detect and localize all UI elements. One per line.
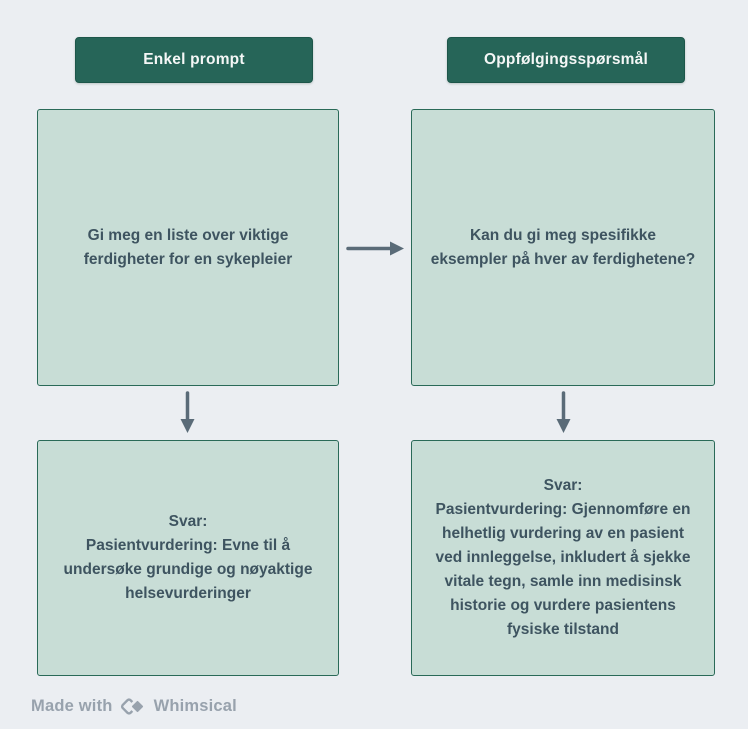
prompt-box-left-text: Gi meg en liste over viktige ferdigheter… — [83, 226, 293, 268]
footer-attribution: Made with Whimsical — [31, 695, 237, 718]
whimsical-logo-icon[interactable] — [120, 695, 147, 718]
prompt-box-right[interactable]: Kan du gi meg spesifikke eksempler på hv… — [411, 109, 715, 386]
arrow-down-right-connector[interactable] — [556, 391, 571, 433]
header-enkel-prompt-label: Enkel prompt — [143, 51, 245, 68]
header-oppfolgingssporsmal[interactable]: Oppfølgingsspørsmål — [447, 37, 685, 83]
arrow-right-connector[interactable] — [346, 241, 404, 256]
answer-box-right[interactable]: Svar: Pasientvurdering: Gjennomføre en h… — [411, 440, 715, 676]
header-oppfolgingssporsmal-label: Oppfølgingsspørsmål — [484, 51, 648, 68]
answer-box-left-text: Svar: Pasientvurdering: Evne til å under… — [63, 513, 313, 602]
prompt-box-right-text: Kan du gi meg spesifikke eksempler på hv… — [430, 226, 696, 268]
arrow-down-left-connector[interactable] — [180, 391, 195, 433]
prompt-box-left[interactable]: Gi meg en liste over viktige ferdigheter… — [37, 109, 339, 386]
answer-box-left[interactable]: Svar: Pasientvurdering: Evne til å under… — [37, 440, 339, 676]
made-with-label: Made with — [31, 697, 113, 715]
answer-box-right-text: Svar: Pasientvurdering: Gjennomføre en h… — [435, 477, 691, 638]
header-enkel-prompt[interactable]: Enkel prompt — [75, 37, 313, 83]
whimsical-brand-label[interactable]: Whimsical — [153, 697, 237, 715]
